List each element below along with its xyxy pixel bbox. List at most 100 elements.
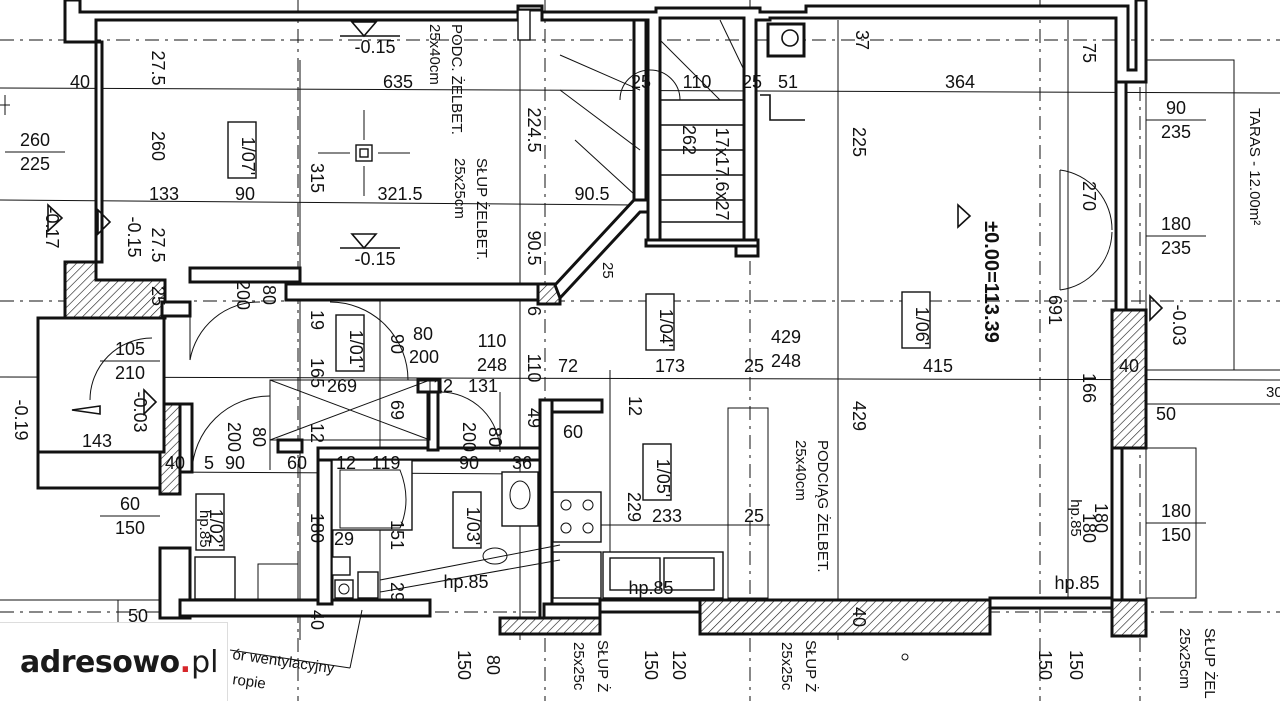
- dimension-label: 80: [485, 427, 505, 447]
- dimension-label: 80: [259, 285, 279, 305]
- adresowo-logo[interactable]: adresowo.pl: [0, 622, 228, 701]
- dimension-label: 12: [433, 376, 453, 396]
- annotation-label: SŁUP ŻELBET.: [473, 158, 491, 260]
- dimension-label: 90: [235, 184, 255, 204]
- fraction-bottom: 150: [1161, 525, 1191, 545]
- dimension-label: 51: [778, 72, 798, 92]
- dimension-label: 110: [478, 331, 507, 351]
- room-box: [335, 314, 365, 372]
- dimension-label: 90.5: [524, 230, 544, 265]
- annotation-label: 300: [1266, 384, 1280, 401]
- level-label: -0.15: [354, 249, 395, 269]
- fraction-top: 180: [1161, 214, 1191, 234]
- fraction-bottom: 150: [115, 518, 145, 538]
- dimension-label: 248: [771, 351, 801, 371]
- room-label-r106: 1/06': [901, 291, 932, 349]
- level-labels: -0.15-0.15-0.17-0.15-0.03-0.03-0.19: [11, 37, 1189, 441]
- dimension-label: 150: [1035, 650, 1055, 680]
- dimension-label: 40: [1119, 356, 1139, 376]
- dimension-label: 364: [945, 72, 975, 92]
- fraction-bottom: 225: [20, 154, 50, 174]
- dimension-label: 200: [409, 347, 439, 367]
- fraction-bottom: 180: [1091, 503, 1111, 533]
- dimension-label: 165: [307, 358, 327, 388]
- room-box: [642, 443, 672, 501]
- annotation-label: hp.85: [196, 510, 213, 548]
- room-box: [227, 121, 257, 179]
- dimension-label: 248: [477, 355, 507, 375]
- dimension-label: 120: [669, 650, 689, 680]
- room-label-r101: 1/01': [335, 314, 366, 372]
- dimension-label: 143: [82, 431, 112, 451]
- window-fraction: hp.85 180: [1067, 499, 1111, 537]
- dimension-label: 27.5: [148, 50, 168, 85]
- dimension-label: 75: [1079, 43, 1099, 63]
- level-label: -0.03: [1169, 304, 1189, 345]
- dimension-label: 40: [165, 453, 185, 473]
- dimension-label: 19: [307, 310, 327, 330]
- annotation-label: 25: [599, 262, 616, 279]
- annotation-label: SŁUP Ż: [594, 640, 612, 692]
- fixtures: [0, 9, 1280, 661]
- dimension-label: 60: [563, 422, 583, 442]
- logo-main: adresowo: [20, 644, 180, 680]
- dimension-label: 691: [1045, 295, 1065, 325]
- dimension-label: 415: [923, 356, 953, 376]
- room-number: 1/02': [206, 509, 226, 547]
- dimension-label: 224.5: [524, 107, 544, 152]
- staircase: [559, 19, 805, 223]
- room-number: 1/07': [238, 137, 258, 175]
- annotation-label: PODCIĄG ŻELBET.: [814, 440, 832, 573]
- room-number: 1/04': [656, 309, 676, 347]
- dimension-label: 12: [307, 423, 327, 443]
- dimension-label: 315: [307, 163, 327, 193]
- dimension-label: 17x17.6x27: [712, 127, 732, 220]
- dimension-label: 40: [70, 72, 90, 92]
- dimension-label: 269: [327, 376, 357, 396]
- room-box: [901, 291, 931, 349]
- room-box: [195, 493, 225, 551]
- annotation-label: SŁUP Ż: [802, 640, 820, 692]
- dimension-label: 150: [1066, 650, 1086, 680]
- room-box: [452, 491, 482, 549]
- dimension-label: 90.5: [574, 184, 609, 204]
- dimension-label: 173: [655, 356, 685, 376]
- room-number: 1/03': [463, 507, 483, 545]
- dimension-label: 260: [148, 131, 168, 161]
- dimension-label: 262: [679, 125, 699, 155]
- dimension-label: 50: [128, 606, 148, 626]
- fraction-top: hp.85: [1067, 499, 1084, 537]
- fraction-bottom: 235: [1161, 122, 1191, 142]
- fraction-top: 180: [1161, 501, 1191, 521]
- dimension-label: 90: [387, 334, 407, 354]
- dimension-label: 151: [387, 520, 407, 550]
- dimension-label: 131: [468, 376, 498, 396]
- dimension-label: 200: [459, 422, 479, 452]
- dimension-label: 166: [1079, 373, 1099, 403]
- dimension-label: 25: [631, 72, 651, 92]
- room-box: [645, 293, 675, 351]
- dimension-label: 49: [524, 408, 544, 428]
- dimension-label: 50: [1156, 404, 1176, 424]
- dimension-label: 12: [336, 453, 356, 473]
- dimension-label: 5: [204, 453, 214, 473]
- annotation-label: 25x40cm: [426, 24, 443, 85]
- dimension-label: 225: [849, 127, 869, 157]
- dimension-label: 110: [683, 72, 712, 92]
- dimension-label: 80: [249, 427, 269, 447]
- dimension-label: 29: [387, 582, 407, 602]
- dimension-label: 119: [372, 453, 401, 473]
- room-label-r107: 1/07': [227, 121, 258, 179]
- room-number: 1/01': [346, 330, 366, 368]
- dimension-label: 80: [413, 324, 433, 344]
- dimension-label: 60: [287, 453, 307, 473]
- walls: [36, 0, 1148, 638]
- level-label: -0.17: [42, 207, 62, 248]
- dimension-label: 90: [225, 453, 245, 473]
